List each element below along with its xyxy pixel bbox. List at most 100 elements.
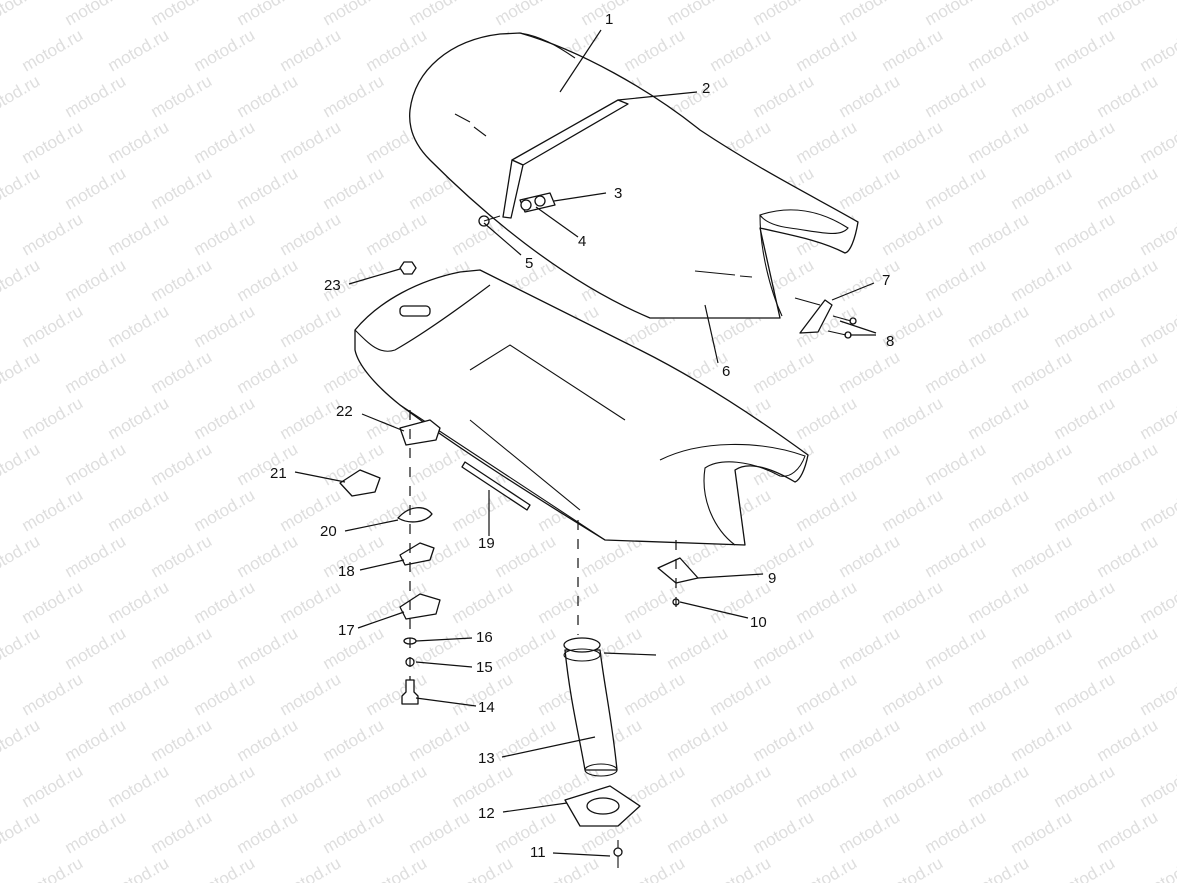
side-bracket (657, 540, 699, 615)
watermark-text: motod.ru (363, 669, 431, 719)
callout-2: 2 (702, 80, 710, 97)
base-rail (461, 461, 531, 511)
watermark-text: motod.ru (836, 531, 904, 581)
watermark-text: motod.ru (277, 209, 345, 259)
callout-3: 3 (614, 185, 622, 202)
watermark-text: motod.ru (62, 807, 130, 857)
watermark-text: motod.ru (62, 0, 130, 29)
seat-assembly (409, 32, 859, 319)
watermark-text: motod.ru (836, 347, 904, 397)
washer-icon (520, 199, 532, 211)
watermark-text: motod.ru (1051, 25, 1119, 75)
watermark-text: motod.ru (277, 393, 345, 443)
watermark-text: motod.ru (234, 0, 302, 29)
watermark-text: motod.ru (750, 71, 818, 121)
watermark-text: motod.ru (965, 669, 1033, 719)
watermark-text: motod.ru (363, 761, 431, 811)
callout-8: 8 (886, 333, 894, 350)
watermark-text: motod.ru (707, 761, 775, 811)
seat-base-recess (469, 344, 626, 421)
watermark-text: motod.ru (965, 393, 1033, 443)
hinge-stack (339, 410, 441, 705)
callout-9: 9 (768, 570, 776, 587)
watermark-text: motod.ru (836, 807, 904, 857)
callout-13: 13 (478, 750, 495, 767)
watermark-text: motod.ru (879, 577, 947, 627)
watermark-text: motod.ru (879, 25, 947, 75)
watermark-text: motod.ru (19, 209, 87, 259)
watermark-text: motod.ru (320, 71, 388, 121)
watermark-text: motod.ru (148, 715, 216, 765)
watermark-text: motod.ru (1137, 209, 1177, 259)
watermark-text: motod.ru (1137, 25, 1177, 75)
seat-cutout (759, 209, 849, 234)
watermark-text: motod.ru (750, 807, 818, 857)
watermark-text: motod.ru (1137, 117, 1177, 167)
watermark-text: motod.ru (1094, 0, 1162, 29)
watermark-text: motod.ru (1008, 807, 1076, 857)
seat-base-shell (354, 269, 809, 546)
watermark-text: motod.ru (1051, 301, 1119, 351)
callout-7: 7 (882, 272, 890, 289)
watermark-text: motod.ru (363, 209, 431, 259)
watermark-text: motod.ru (965, 761, 1033, 811)
seat-base-slot (399, 305, 431, 317)
watermark-text: motod.ru (148, 347, 216, 397)
seat (409, 32, 859, 319)
callout-15: 15 (476, 659, 493, 676)
watermark-text: motod.ru (234, 715, 302, 765)
watermark-text: motod.ru (0, 71, 43, 121)
watermark-text: motod.ru (191, 669, 259, 719)
watermark-text: motod.ru (449, 761, 517, 811)
watermark-text: motod.ru (836, 439, 904, 489)
watermark-text: motod.ru (234, 255, 302, 305)
watermark-text: motod.ru (879, 853, 947, 883)
watermark-text: motod.ru (922, 439, 990, 489)
watermark-text: motod.ru (148, 531, 216, 581)
watermark-text: motod.ru (793, 761, 861, 811)
watermark-text: motod.ru (406, 715, 474, 765)
watermark-text: motod.ru (965, 485, 1033, 535)
watermark-text: motod.ru (1094, 163, 1162, 213)
watermark-text: motod.ru (62, 163, 130, 213)
watermark-text: motod.ru (1051, 117, 1119, 167)
watermark-text: motod.ru (836, 623, 904, 673)
watermark-text: motod.ru (105, 117, 173, 167)
seat-base-rib (469, 419, 581, 511)
watermark-text: motod.ru (1137, 301, 1177, 351)
watermark-text: motod.ru (148, 439, 216, 489)
watermark-text: motod.ru (62, 71, 130, 121)
callout-12: 12 (478, 805, 495, 822)
tube-gasket (564, 785, 641, 827)
watermark-text: motod.ru (234, 71, 302, 121)
watermark-text: motod.ru (363, 853, 431, 883)
watermark-text: motod.ru (965, 577, 1033, 627)
watermark-text: motod.ru (664, 807, 732, 857)
watermark-text: motod.ru (1051, 853, 1119, 883)
watermark-text: motod.ru (0, 439, 43, 489)
callout-22: 22 (336, 403, 353, 420)
watermark-text: motod.ru (879, 485, 947, 535)
watermark-text: motod.ru (1094, 255, 1162, 305)
watermark-text: motod.ru (1008, 255, 1076, 305)
watermark-text: motod.ru (191, 577, 259, 627)
watermark-text: motod.ru (1094, 439, 1162, 489)
watermark-text: motod.ru (277, 669, 345, 719)
watermark-text: motod.ru (836, 71, 904, 121)
watermark-text: motod.ru (922, 0, 990, 29)
watermark-text: motod.ru (19, 853, 87, 883)
watermark-text: motod.ru (105, 761, 173, 811)
watermark-text: motod.ru (1137, 393, 1177, 443)
watermark-text: motod.ru (793, 393, 861, 443)
watermark-text: motod.ru (277, 577, 345, 627)
watermark-text: motod.ru (234, 439, 302, 489)
seat-mark-4 (739, 275, 753, 278)
watermark-text: motod.ru (1137, 669, 1177, 719)
seat-clip (794, 297, 857, 339)
watermark-text: motod.ru (1051, 761, 1119, 811)
callout-labels: 1 2 3 4 5 6 7 8 9 10 11 12 13 14 15 16 1… (270, 11, 894, 861)
callout-11: 11 (530, 844, 546, 861)
watermark-text: motod.ru (277, 853, 345, 883)
watermark-text: motod.ru (234, 623, 302, 673)
strap-fasteners (478, 192, 556, 227)
